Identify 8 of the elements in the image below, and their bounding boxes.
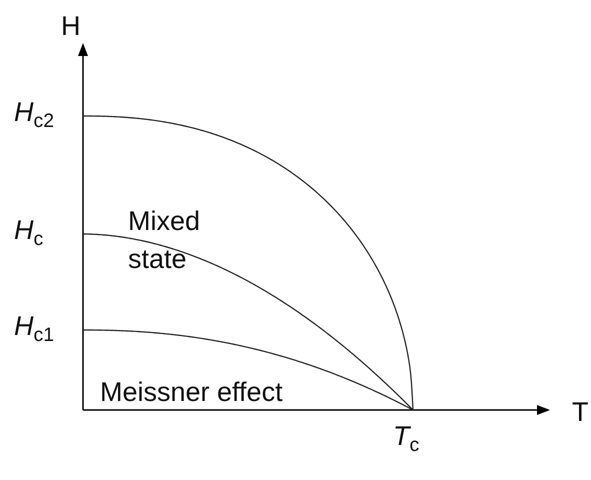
axis-label: T — [572, 398, 588, 426]
axis-tick-label: H$_{c1}$ — [14, 312, 54, 346]
axis-tick-label: T$_{c}$ — [393, 422, 420, 456]
axis-label: H — [61, 12, 80, 40]
region-label: Meissner effect — [100, 378, 283, 406]
region-label: Mixed state — [128, 205, 202, 276]
axis-tick-label: H$_{c2}$ — [14, 98, 54, 132]
axis-tick-label: H$_{c}$ — [14, 216, 44, 250]
